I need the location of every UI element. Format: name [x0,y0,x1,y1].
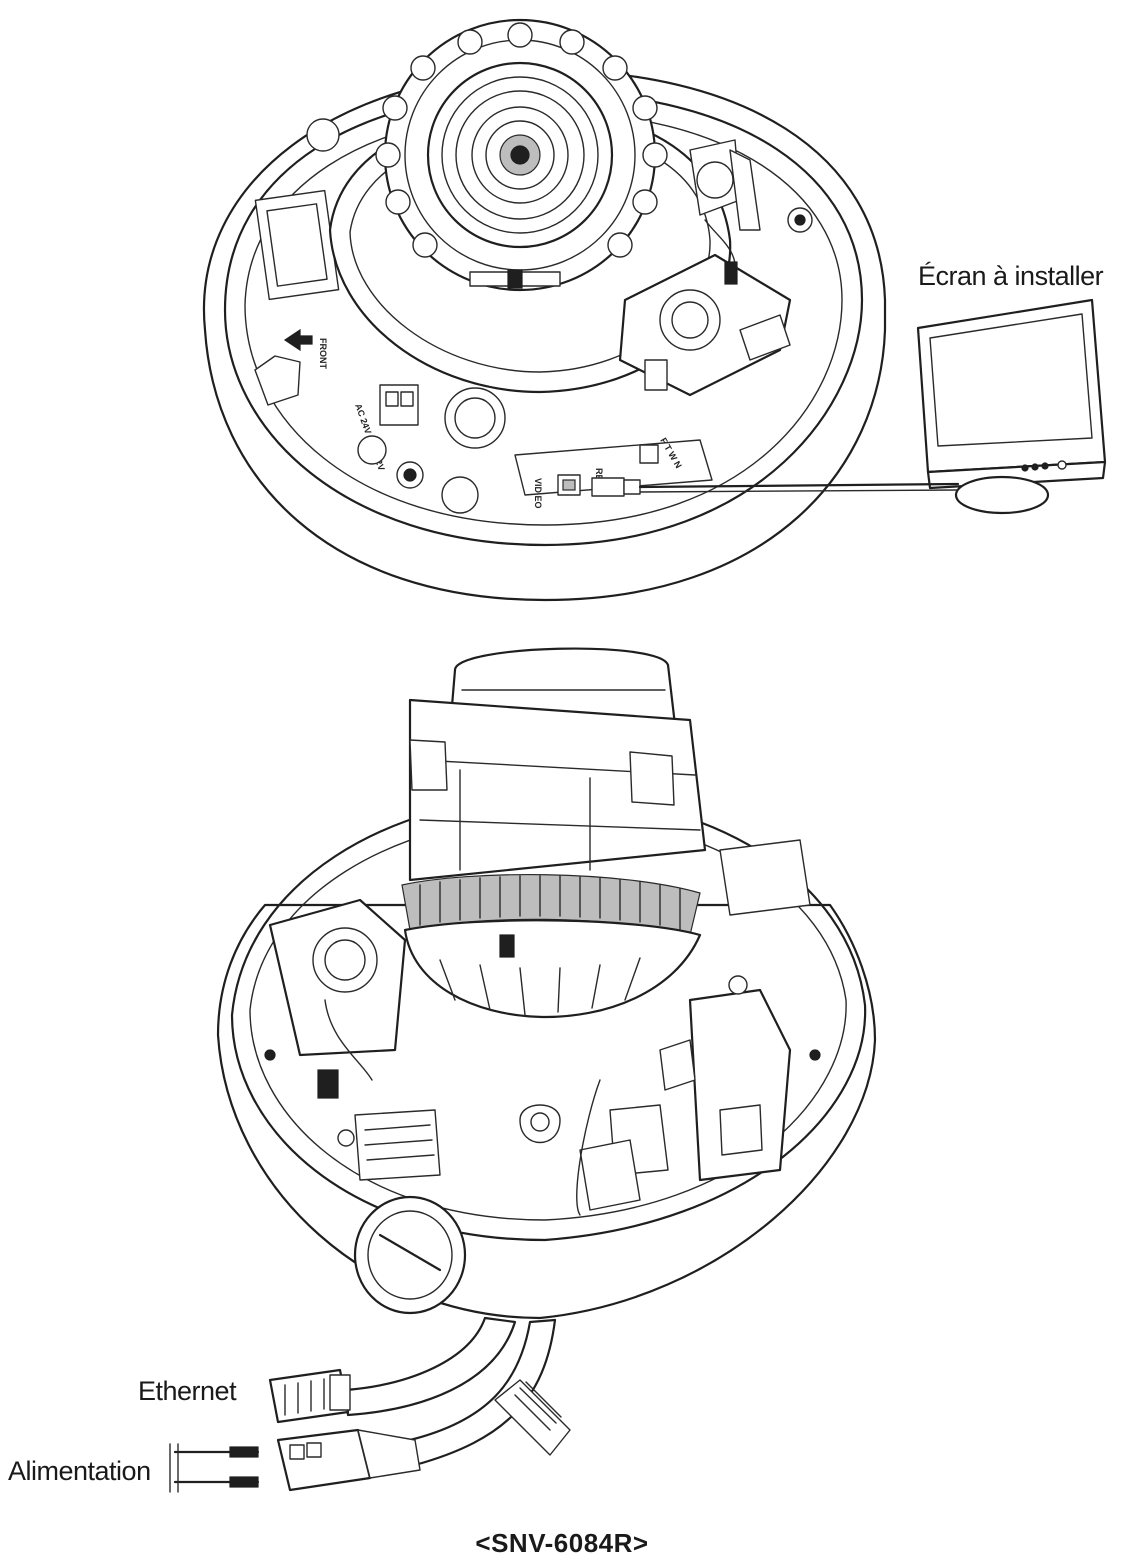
monitor-label: Écran à installer [918,261,1104,291]
front-marking: FRONT [318,338,328,369]
ethernet-label: Ethernet [138,1376,237,1406]
cable-bundle [343,1316,517,1417]
monitor-group: Écran à installer [638,261,1107,515]
monitor-stand [954,475,1050,515]
ethernet-connector-icon [268,1368,351,1424]
front-arrow-icon [283,328,313,352]
video-plug [591,477,625,497]
power-label: Alimentation [8,1456,151,1486]
camera-top-view: FRONT AC 24V / DC 12V VID EO RE F T W N [202,18,887,602]
video-out-marking: VID EO [533,478,543,509]
camera-lens [426,61,614,249]
model-caption: <SNV-6084R> [475,1528,648,1558]
video-cable [638,482,960,489]
camera-side-view: Ethernet Alimentation [8,647,877,1493]
power-wires [169,1443,260,1493]
reset-marking: RE [594,468,604,481]
power-connector-icon [276,1428,421,1492]
